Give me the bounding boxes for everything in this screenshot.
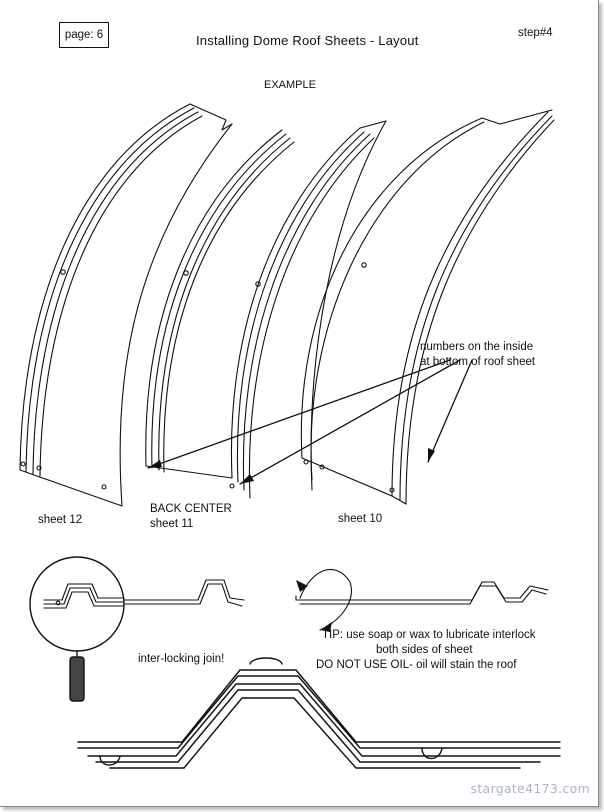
curved-arrowhead [296,580,308,592]
roof-sheet-11 [145,129,295,473]
tip-line-1: TIP: use soap or wax to lubricate interl… [322,629,536,641]
tip-line-2: both sides of sheet [376,644,473,656]
page-number-box: page: 6 [59,22,109,48]
roof-sheet-10 [300,109,555,505]
example-label: EXAMPLE [264,79,316,91]
interlock-profile-small [43,579,245,609]
roof-sheet-back-center [145,120,387,499]
interlock-profile-large [77,657,561,769]
footer-watermark: stargate4173.com [470,781,590,796]
callout-arrows [147,359,473,485]
roof-sheet-12 [19,103,233,507]
callout-line-2: at bottom of roof sheet [420,356,536,368]
magnifier-icon [29,556,125,702]
tip-line-3: DO NOT USE OIL- oil will stain the roof [316,659,517,671]
arrowheads [148,448,435,484]
step-label: step#4 [518,27,553,39]
page-title: Installing Dome Roof Sheets - Layout [196,33,419,48]
label-sheet-10: sheet 10 [338,513,383,525]
interlock-label: inter-locking join! [138,653,225,665]
sheet-edge-diagram [295,568,549,631]
callout-line-1: numbers on the inside [420,341,534,353]
label-back-center: BACK CENTER [150,503,232,515]
label-sheet-11: sheet 11 [150,518,194,530]
label-sheet-12: sheet 12 [38,514,83,526]
